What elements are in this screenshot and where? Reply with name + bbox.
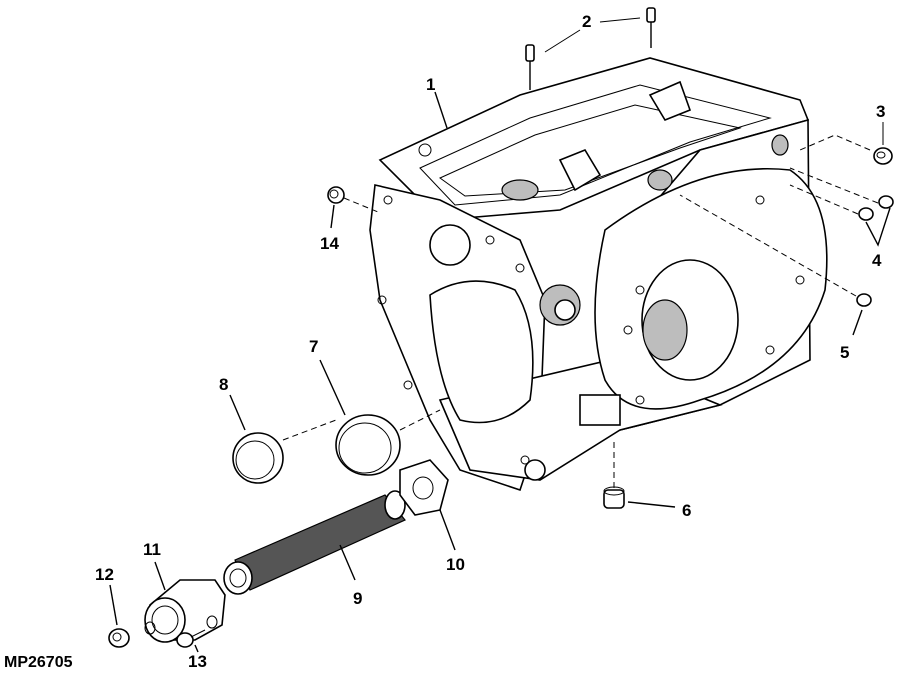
callout-7: 7 [309,337,318,356]
nut-3 [799,122,893,165]
plug-5 [679,194,872,336]
callout-4: 4 [872,251,882,270]
callout-12: 12 [95,565,114,584]
callout-5: 5 [840,343,849,362]
callout-6: 6 [682,501,691,520]
callout-11: 11 [143,540,161,559]
leader-1 [434,91,448,129]
callout-10: 10 [446,555,465,574]
callout-2: 2 [582,12,591,31]
oil-seal-8 [229,394,337,484]
callout-1: 1 [426,75,435,94]
nut-12 [108,584,130,648]
suction-pipe-11 [144,561,226,643]
studs-4 [789,167,894,247]
figure-id: MP26705 [4,654,73,671]
callout-3: 3 [876,102,885,121]
callout-8: 8 [219,375,228,394]
gasket-10 [399,459,456,551]
plug-14 [327,186,379,229]
callout-9: 9 [353,589,362,608]
cap-screw-13 [176,629,206,653]
filter-screen-9 [223,490,406,595]
callout-14: 14 [320,234,339,253]
seal-ring-7 [319,359,441,476]
dowel-pins [525,7,656,90]
callout-13: 13 [188,652,207,671]
transmission-case [369,57,828,492]
bushing-6 [603,440,676,509]
